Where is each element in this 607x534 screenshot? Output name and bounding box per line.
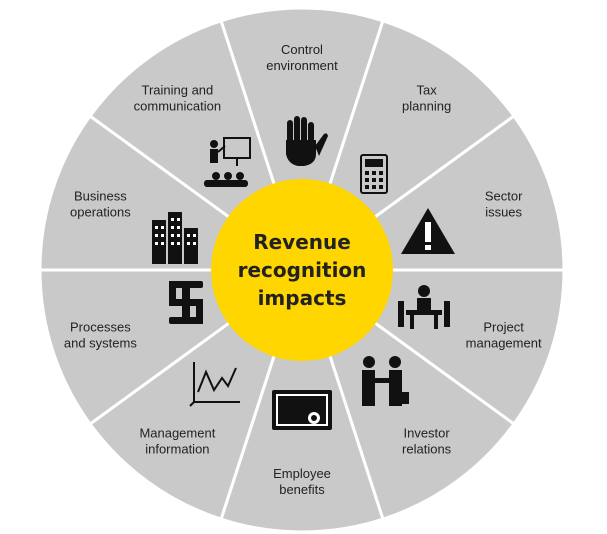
segment-label-line: relations xyxy=(402,442,452,457)
segment-label-line: benefits xyxy=(279,482,325,497)
process-flow-icon xyxy=(169,281,203,324)
segment-label-line: Management xyxy=(139,426,215,441)
segment-label-line: management xyxy=(466,336,542,351)
presentation-icon xyxy=(204,137,251,187)
center-title-line: impacts xyxy=(258,286,347,310)
buildings-icon xyxy=(152,212,198,264)
center-title-line: recognition xyxy=(238,258,367,282)
segment-label-line: Business xyxy=(74,188,127,203)
segment-label-line: Employee xyxy=(273,466,331,481)
segment-label-line: Investor xyxy=(403,426,450,441)
segments-layer xyxy=(38,6,566,534)
center-hub xyxy=(211,179,393,361)
segment-label-line: environment xyxy=(266,58,338,73)
center-title: Revenue recognition impacts xyxy=(238,230,367,310)
segment-label-line: operations xyxy=(70,204,131,219)
segment-label-line: Processes xyxy=(70,320,131,335)
hand-icon xyxy=(286,116,328,166)
segment-label-line: Training and xyxy=(141,82,213,97)
segment-label-line: Tax xyxy=(416,82,437,97)
segment-label-line: Control xyxy=(281,42,323,57)
segment-label-line: planning xyxy=(402,98,451,113)
segment-label-line: Sector xyxy=(485,188,523,203)
center-title-line: Revenue xyxy=(253,230,351,254)
icons-layer xyxy=(152,116,455,430)
segment-label-line: issues xyxy=(485,204,522,219)
meeting-icon xyxy=(398,285,450,329)
segment-label-line: and systems xyxy=(64,336,137,351)
line-chart-icon xyxy=(189,362,240,407)
certificate-icon xyxy=(272,390,332,430)
segment-label-line: communication xyxy=(134,98,221,113)
calculator-icon xyxy=(360,154,388,194)
segment-label-line: Project xyxy=(483,320,524,335)
segment-label-line: information xyxy=(145,442,209,457)
handshake-icon xyxy=(362,356,409,406)
warning-icon xyxy=(401,208,455,254)
